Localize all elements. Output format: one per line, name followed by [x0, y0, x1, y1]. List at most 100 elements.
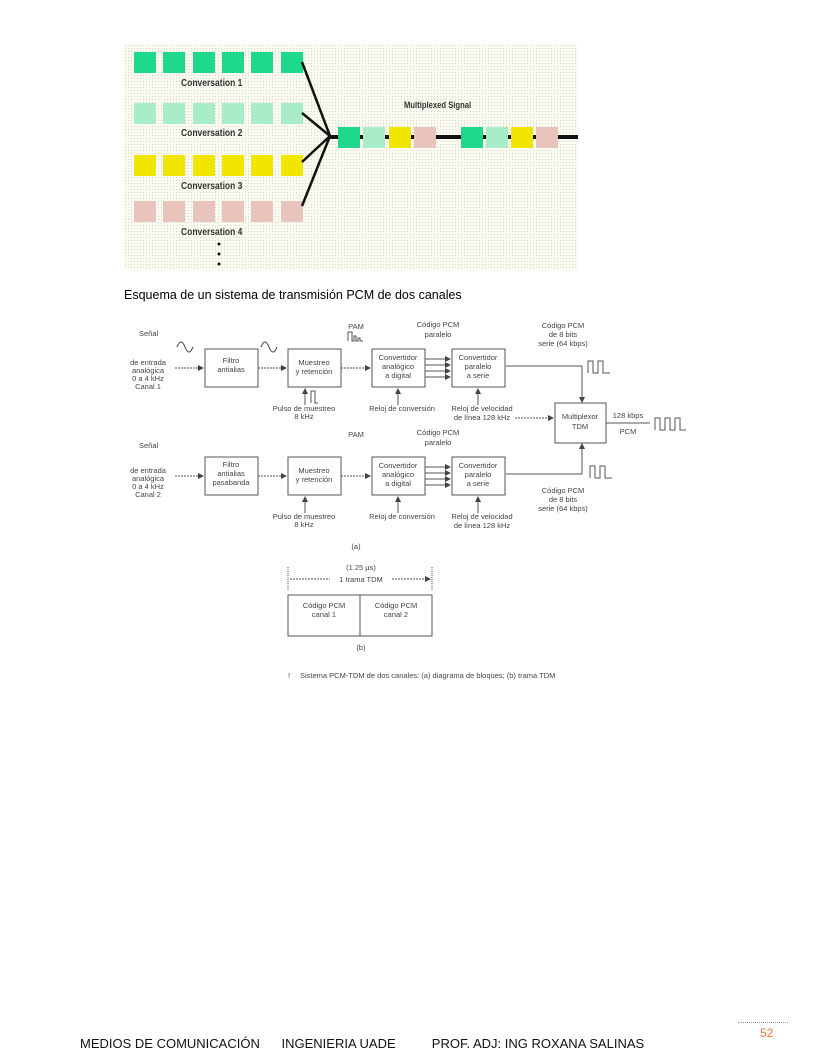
adc-label: a digital	[385, 371, 411, 380]
frame-cell-label: Código PCM	[303, 601, 346, 610]
conversation-1-label: Conversation 1	[181, 78, 243, 89]
adc-label: a digital	[385, 479, 411, 488]
conversation-1-packet	[280, 52, 303, 73]
sine-wave-icon	[176, 341, 194, 353]
conversation-1-packet	[192, 52, 215, 73]
sample-hold-label: y retención	[296, 367, 333, 376]
frame-time-label: (1.25 µs)	[346, 563, 376, 572]
senal-label: Señal	[139, 441, 159, 450]
conversation-2-packet	[221, 103, 244, 124]
pcm-parallel-label: Código PCM	[417, 320, 460, 329]
channel-1: Señal de entrada analógica 0 a 4 kHz Can…	[130, 329, 167, 391]
caption-mark: !	[288, 671, 290, 680]
sine-wave-icon	[260, 341, 278, 353]
input-label: analógica	[132, 366, 165, 375]
sample-pulse-label: 8 kHz	[294, 412, 313, 421]
multiplexed-packet	[461, 127, 483, 148]
conversation-4-packet	[134, 201, 156, 222]
pcm-serial-label: serie (64 kbps)	[538, 504, 588, 513]
page-number-rule	[738, 1022, 788, 1023]
p2s-label: Convertidor	[459, 461, 498, 470]
adc-box	[371, 456, 426, 496]
conversation-3-packet	[251, 155, 274, 176]
multiplexed-packet	[536, 127, 558, 148]
conversation-4-packet	[221, 201, 244, 222]
frame-cell-label: canal 2	[384, 610, 408, 619]
filter-label: antialias	[217, 469, 245, 478]
p2s-label: a serie	[467, 371, 490, 380]
input-label: de entrada	[130, 358, 167, 367]
pam-waveform-icon	[347, 331, 363, 342]
line-clock-label: de línea 128 kHz	[454, 521, 511, 530]
conversation-3-packet	[192, 155, 215, 176]
p2s-label: paralelo	[465, 470, 492, 479]
sample-pulse-label: Pulso de muestreo	[273, 404, 336, 413]
conversation-3-packet	[134, 155, 156, 176]
conversation-1-packet	[251, 52, 274, 73]
input-label: Canal 1	[135, 382, 161, 391]
footer-professor: PROF. ADJ: ING ROXANA SALINAS	[431, 1036, 645, 1051]
conversation-2-label: Conversation 2	[181, 128, 243, 139]
pcm-parallel-label: paralelo	[425, 330, 452, 339]
frame-label: 1 trama TDM	[339, 575, 383, 584]
line-clock-label: Reloj de velocidad	[451, 404, 512, 413]
p2s-box	[451, 348, 506, 388]
conversation-3-packet	[221, 155, 244, 176]
filter-label: Filtro	[223, 460, 240, 469]
multiplexed-packet	[338, 127, 360, 148]
conversation-3-packet	[163, 155, 186, 176]
conversation-3-label: Conversation 3	[181, 181, 243, 192]
output-rate-label: 128 kbps	[613, 411, 644, 420]
adc-label: analógico	[382, 362, 414, 371]
footer-school: INGENIERIA UADE	[281, 1036, 396, 1051]
filter-label: Filtro	[223, 356, 240, 365]
multiplexed-packet	[511, 127, 533, 148]
pcm-serial-label: Código PCM	[542, 486, 585, 495]
filter-label: antialias	[217, 365, 245, 374]
adc-box	[371, 348, 426, 388]
pcm-parallel-label: Código PCM	[417, 428, 460, 437]
pcm-serial-label: de 8 bits	[549, 495, 578, 504]
conversation-1-packet	[221, 52, 244, 73]
adc-label: Convertidor	[379, 461, 418, 470]
page-footer: MEDIOS DE COMUNICACIÓN INGENIERIA UADE P…	[80, 1036, 644, 1051]
input-label: analógica	[132, 474, 165, 483]
pcm-serial-label: Código PCM	[542, 321, 585, 330]
footer-course: MEDIOS DE COMUNICACIÓN	[80, 1036, 260, 1051]
adc-label: analógico	[382, 470, 414, 479]
p2s-label: a serie	[467, 479, 490, 488]
frame-cell-label: Código PCM	[375, 601, 418, 610]
sample-pulse-label: Pulso de muestreo	[273, 512, 336, 521]
multiplexed-signal-label: Multiplexed Signal	[404, 100, 472, 110]
adc-label: Convertidor	[379, 353, 418, 362]
conversation-1-packet	[134, 52, 156, 73]
mux-label: TDM	[572, 422, 588, 431]
line-clock-label: de línea 128 kHz	[454, 413, 511, 422]
conversion-clock-label: Reloj de conversión	[369, 512, 435, 521]
multiplexed-packet	[389, 127, 411, 148]
multiplexed-packet	[414, 127, 436, 148]
sample-hold-label: y retención	[296, 475, 333, 484]
pcm-tdm-block-diagram: Señal de entrada analógica 0 a 4 kHz Can…	[130, 320, 686, 680]
conversion-clock-label: Reloj de conversión	[369, 404, 435, 413]
senal-label: Señal	[139, 329, 159, 338]
sample-pulse-icon	[310, 390, 318, 404]
conversation-4-label: Conversation 4	[181, 227, 243, 238]
mux-label: Multiplexor	[562, 412, 599, 421]
label-b: (b)	[356, 643, 366, 652]
section-heading: Esquema de un sistema de transmisión PCM…	[124, 288, 462, 302]
pam-label: PAM	[348, 322, 364, 331]
sample-hold-label: Muestreo	[298, 466, 329, 475]
tdm-conversations-figure: Conversation 1 Conversation 2 Conversati…	[124, 44, 578, 270]
pcm-serial-label: de 8 bits	[549, 330, 578, 339]
channel-2: Señal de entrada analógica 0 a 4 kHz Can…	[130, 441, 167, 499]
pam-label: PAM	[348, 430, 364, 439]
sample-hold-label: Muestreo	[298, 358, 329, 367]
conversation-3-packet	[280, 155, 303, 176]
page-number: 52	[760, 1026, 774, 1040]
label-a: (a)	[351, 542, 361, 551]
conversation-4-packet	[251, 201, 274, 222]
p2s-box	[451, 456, 506, 496]
